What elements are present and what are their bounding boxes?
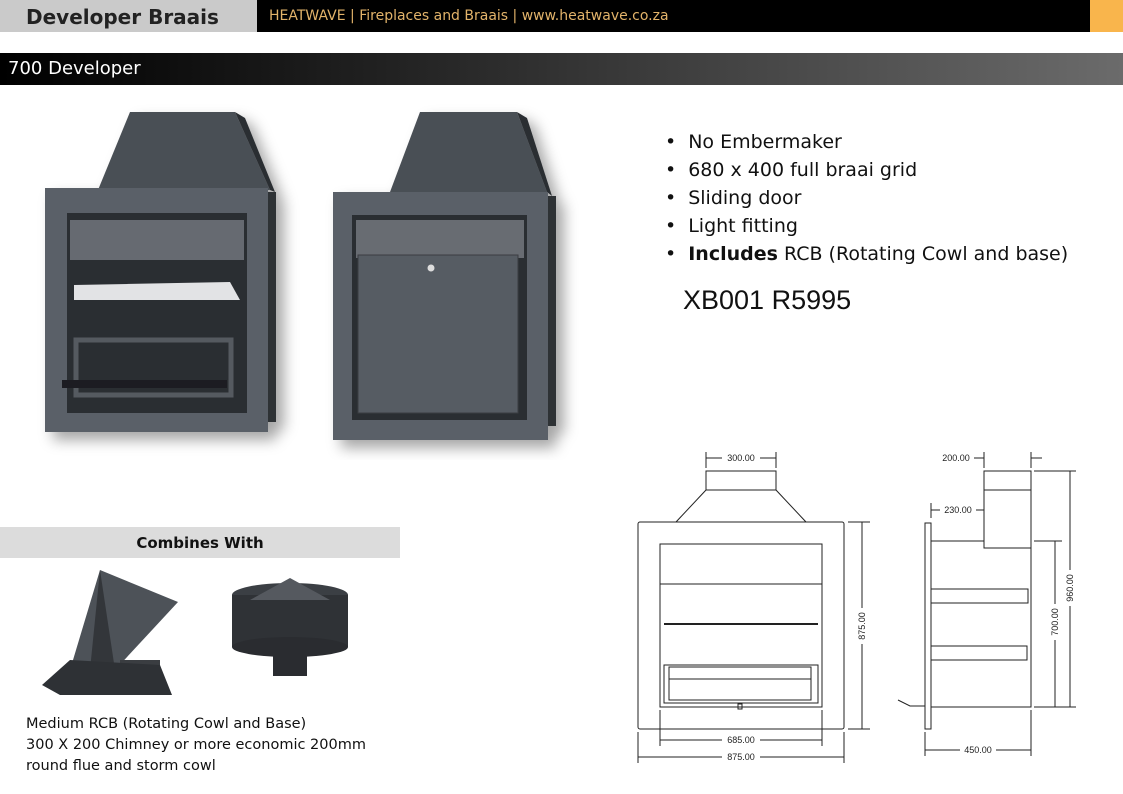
combines-heading: Combines With bbox=[0, 527, 400, 558]
dim-front-height: 875.00 bbox=[857, 612, 867, 640]
note-line: Medium RCB (Rotating Cowl and Base) bbox=[26, 716, 307, 732]
storm-cowl-image bbox=[232, 578, 348, 676]
dimension-lines bbox=[637, 452, 870, 763]
dim-side-chimney: 200.00 bbox=[942, 453, 970, 463]
feature-item: Includes RCB (Rotating Cowl and base) bbox=[665, 240, 1068, 268]
brand-line: HEATWAVE | Fireplaces and Braais | www.h… bbox=[257, 0, 1090, 32]
dim-front-inner-width: 685.00 bbox=[727, 735, 755, 745]
feature-item: 680 x 400 full braai grid bbox=[665, 156, 1068, 184]
feature-item: No Embermaker bbox=[665, 128, 1068, 156]
page-title: Developer Braais bbox=[0, 0, 257, 32]
section-title: 700 Developer bbox=[0, 53, 1123, 85]
feature-item: Light fitting bbox=[665, 212, 1068, 240]
dim-front-chimney: 300.00 bbox=[727, 453, 755, 463]
braai-closed-image bbox=[333, 112, 556, 440]
side-view bbox=[897, 452, 1076, 756]
technical-drawing: 300.00 685.00 875.00 875.00 200.00 230.0… bbox=[637, 452, 1076, 763]
dim-side-body-height: 700.00 bbox=[1050, 608, 1060, 636]
front-view bbox=[637, 452, 870, 763]
product-code-price: XB001 R5995 bbox=[683, 285, 852, 315]
dim-side-depth: 450.00 bbox=[964, 745, 992, 755]
product-images bbox=[45, 112, 556, 440]
combines-note: Medium RCB (Rotating Cowl and Base) 300 … bbox=[26, 714, 366, 777]
feature-item: Sliding door bbox=[665, 184, 1068, 212]
note-line: round flue and storm cowl bbox=[26, 758, 216, 774]
note-line: 300 X 200 Chimney or more economic 200mm bbox=[26, 737, 366, 753]
accessory-images bbox=[42, 570, 348, 695]
dim-side-total-height: 960.00 bbox=[1065, 574, 1075, 602]
braai-open-image bbox=[45, 112, 276, 432]
accent-block bbox=[1090, 0, 1123, 32]
dim-side-offset: 230.00 bbox=[944, 505, 972, 515]
dimension-lines bbox=[924, 452, 1076, 756]
dim-front-outer-width: 875.00 bbox=[727, 752, 755, 762]
feature-list: No Embermaker 680 x 400 full braai grid … bbox=[665, 128, 1068, 268]
rotating-cowl-image bbox=[42, 570, 178, 695]
